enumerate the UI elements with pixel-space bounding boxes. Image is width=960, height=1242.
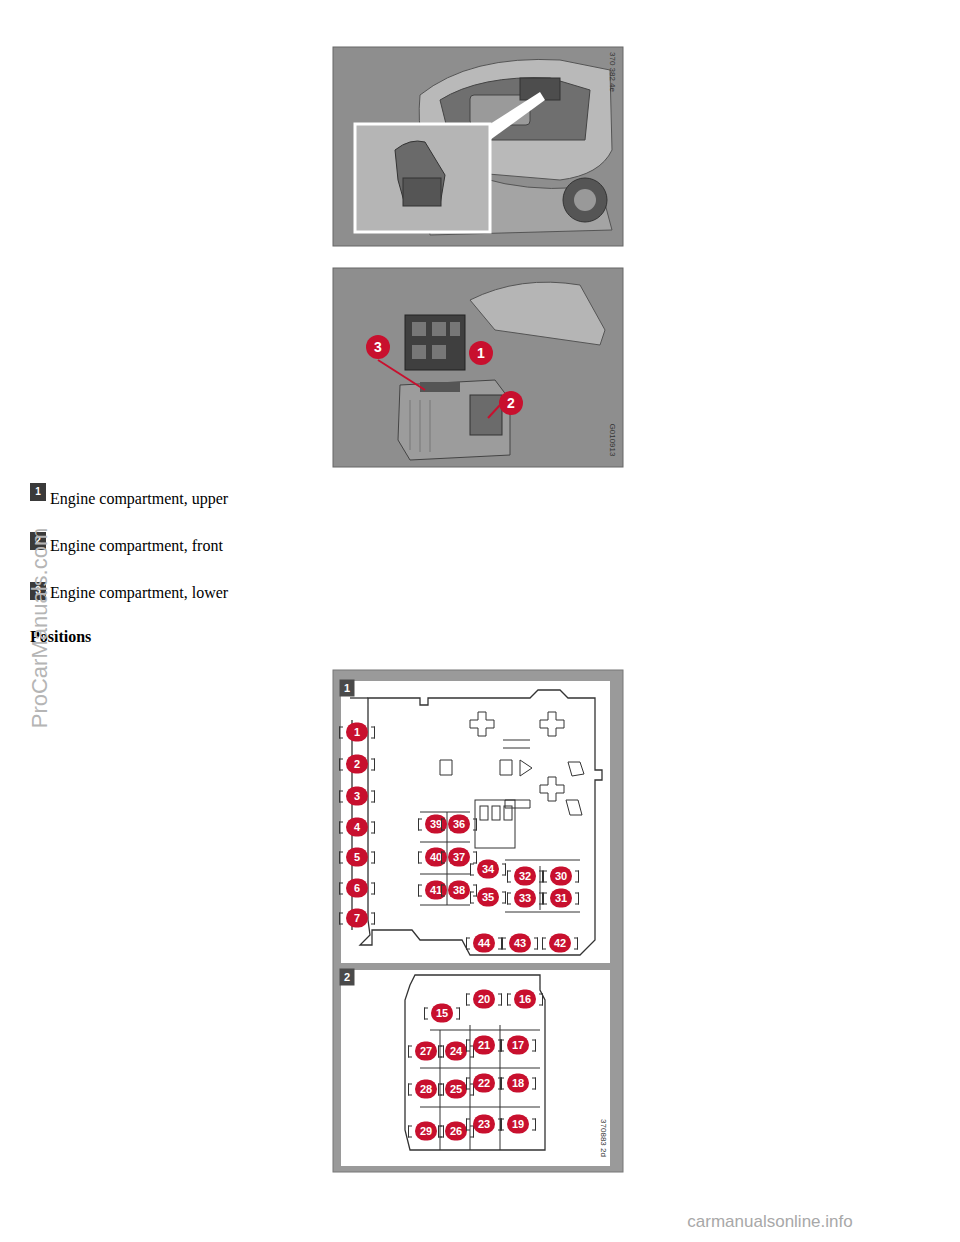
- list-badge: 1: [30, 483, 46, 501]
- fuse-number: 17: [507, 1036, 529, 1055]
- list-text: Engine compartment, lower: [50, 584, 228, 602]
- fuse-number: 6: [346, 879, 368, 898]
- list-text: Engine compartment, front: [50, 537, 223, 555]
- fuse-number: 33: [514, 889, 536, 908]
- fuse-number: 29: [415, 1122, 437, 1141]
- fuse-number: 23: [473, 1115, 495, 1134]
- fuse-number: 21: [473, 1036, 495, 1055]
- fuse-number: 27: [415, 1042, 437, 1061]
- fuse-number: 36: [448, 815, 470, 834]
- watermark: carmanualsonline.info: [687, 1212, 852, 1232]
- fuse-number: 37: [448, 848, 470, 867]
- panel-number: 1: [340, 680, 355, 697]
- fuse-number: 7: [346, 909, 368, 928]
- fuse-number: 4: [346, 818, 368, 837]
- fuse-number: 38: [448, 881, 470, 900]
- fuse-number: 22: [473, 1074, 495, 1093]
- fuse-number: 26: [445, 1122, 467, 1141]
- fuse-number: 25: [445, 1080, 467, 1099]
- fuse-number: 42: [549, 934, 571, 953]
- fuse-number: 20: [473, 990, 495, 1009]
- fuse-number: 34: [477, 860, 499, 879]
- fuse-number: 5: [346, 848, 368, 867]
- fuse-number: 28: [415, 1080, 437, 1099]
- callout-number: 1: [469, 341, 493, 365]
- image-code: 370 382 4e: [608, 52, 617, 92]
- image-code: 370883 2d: [599, 1119, 608, 1157]
- callout-number: 3: [366, 335, 390, 359]
- image-code: G010913: [608, 424, 617, 457]
- fuse-number: 3: [346, 787, 368, 806]
- fuse-number: 15: [431, 1004, 453, 1023]
- fuse-number: 43: [509, 934, 531, 953]
- fuse-number: 2: [346, 755, 368, 774]
- fuse-number: 30: [550, 867, 572, 886]
- fuse-number: 1: [346, 723, 368, 742]
- fuse-number: 35: [477, 888, 499, 907]
- watermark: ProCarManuals.com: [27, 528, 53, 729]
- fuse-number: 19: [507, 1115, 529, 1134]
- fuse-number: 31: [550, 889, 572, 908]
- list-text: Engine compartment, upper: [50, 490, 228, 508]
- fuse-number: 16: [514, 990, 536, 1009]
- fuse-number: 24: [445, 1042, 467, 1061]
- panel-number: 2: [340, 969, 355, 986]
- fuse-number: 32: [514, 867, 536, 886]
- fuse-number: 44: [473, 934, 495, 953]
- fuse-number: 18: [507, 1074, 529, 1093]
- callout-number: 2: [499, 391, 523, 415]
